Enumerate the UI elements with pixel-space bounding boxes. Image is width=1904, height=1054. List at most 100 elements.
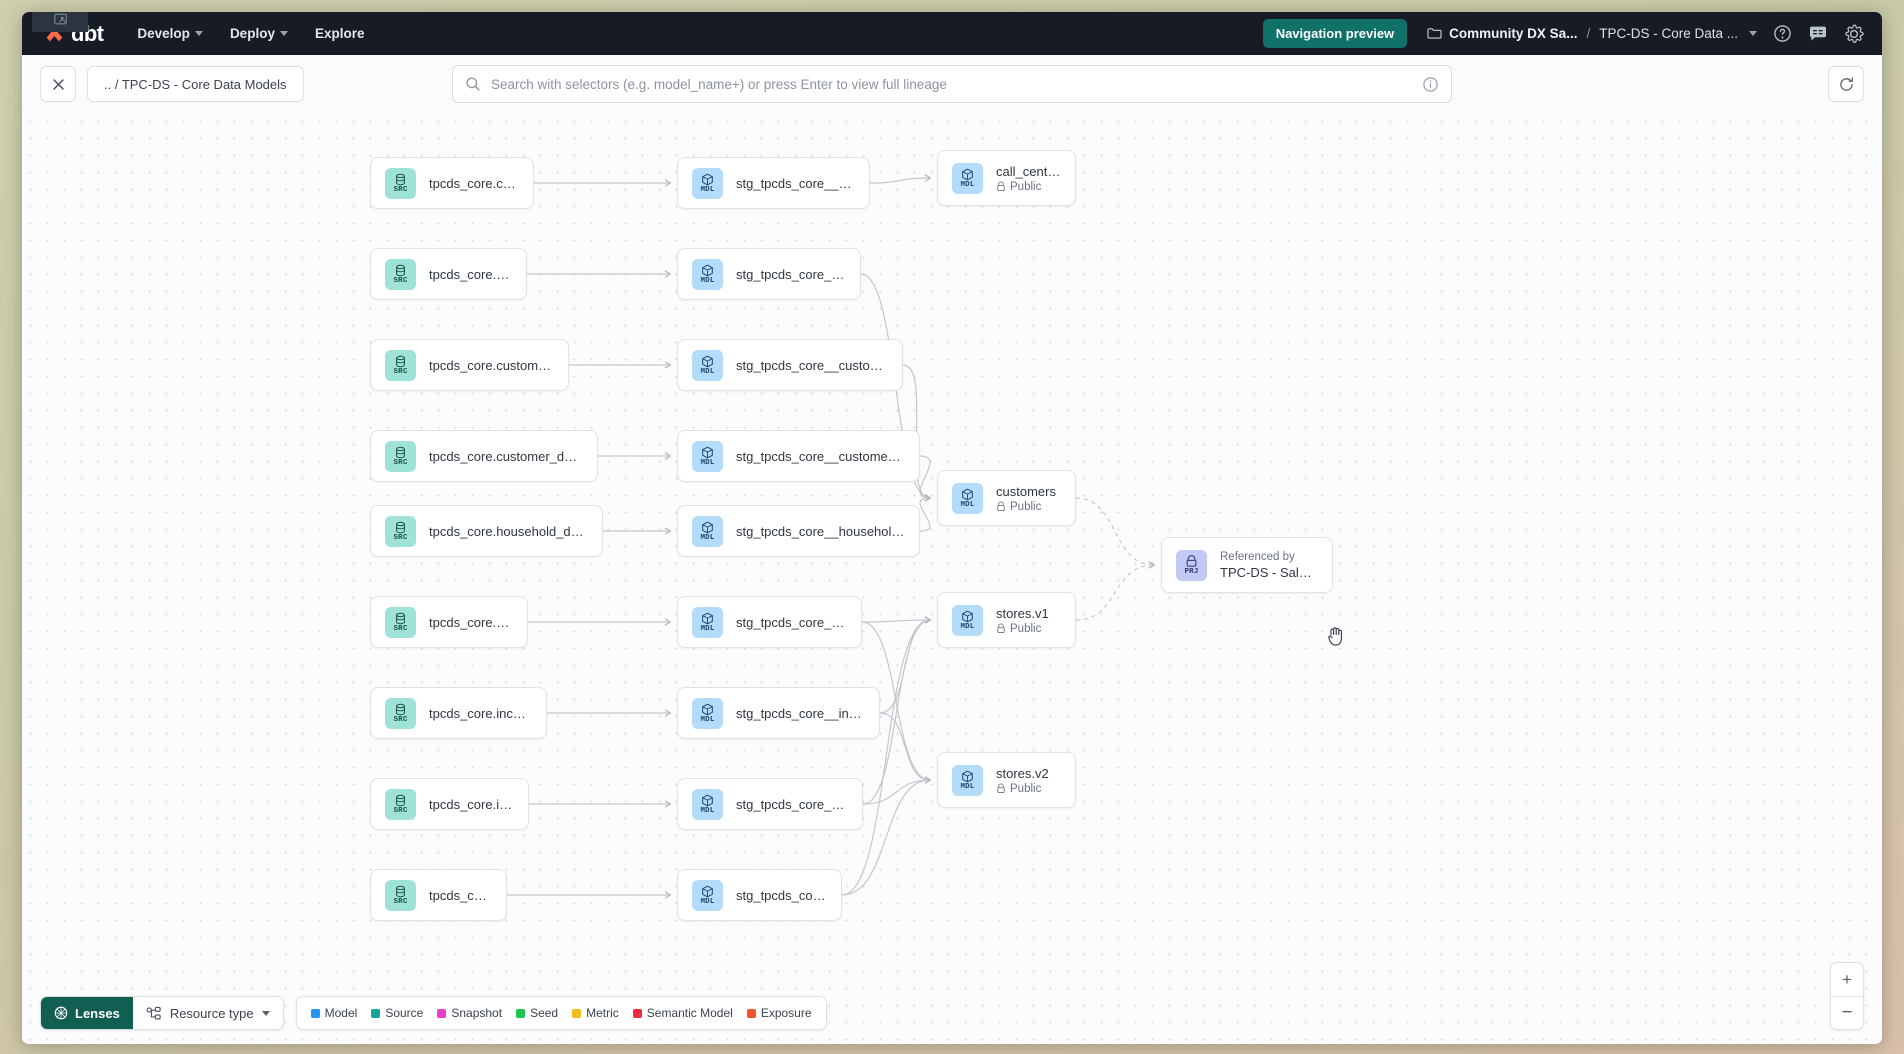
src-badge-icon: SRC [385, 167, 416, 199]
node-title: tpcds_core.household_demographics [429, 523, 588, 539]
lineage-breadcrumb-button[interactable]: .. / TPC-DS - Core Data Models [87, 66, 304, 102]
lenses-button[interactable]: Lenses [41, 997, 133, 1029]
node-access-badge: Public [996, 623, 1049, 635]
src-badge-icon: SRC [385, 606, 416, 638]
legend-swatch-icon [572, 1008, 582, 1018]
node-title: tpcds_core.customer [429, 266, 512, 282]
topbar-right-cluster: Navigation preview Community DX Sa... / … [1262, 19, 1864, 48]
legend-label: Source [385, 1006, 424, 1020]
legend-item-seed[interactable]: Seed [516, 1006, 558, 1020]
navigation-preview-button[interactable]: Navigation preview [1262, 19, 1408, 48]
legend-item-source[interactable]: Source [371, 1006, 423, 1020]
lineage-edges [507, 174, 1156, 899]
info-icon[interactable] [1422, 76, 1439, 93]
legend-swatch-icon [746, 1008, 756, 1018]
node-title: stg_tpcds_core__income_band [736, 705, 865, 721]
lineage-breadcrumb-label: .. / TPC-DS - Core Data Models [104, 76, 287, 92]
src-badge-icon: SRC [385, 440, 416, 472]
node-text-wrap: stg_tpcds_core__customer_address [736, 358, 888, 373]
close-button[interactable] [40, 66, 76, 102]
src-badge-icon: SRC [385, 697, 416, 729]
node-title: stg_tpcds_core__household_demogr… [736, 523, 905, 539]
node-access-badge: Public [996, 181, 1061, 193]
mdl-badge-icon: MDL [952, 482, 983, 514]
settings-icon[interactable] [1844, 24, 1864, 44]
node-title: stg_tpcds_core__store [736, 887, 827, 903]
legend-swatch-icon [437, 1008, 447, 1018]
search-input[interactable] [491, 76, 1412, 92]
node-text-wrap: tpcds_core.customer [429, 267, 512, 282]
node-title: tpcds_core.inventory [429, 796, 514, 812]
breadcrumb-project[interactable]: TPC-DS - Core Data ... [1599, 26, 1738, 41]
zoom-out-button[interactable]: − [1831, 996, 1863, 1029]
nav-item-develop[interactable]: Develop [137, 26, 203, 41]
node-text-wrap: stg_tpcds_core__income_band [736, 706, 865, 721]
node-title: tpcds_core.store [429, 887, 492, 903]
nav-item-deploy-label: Deploy [229, 26, 275, 41]
nav-item-explore[interactable]: Explore [315, 26, 365, 41]
resource-type-legend: Model Source Snapshot Seed Metric Semantic Mo… [295, 996, 827, 1030]
mdl-badge-icon: MDL [692, 606, 723, 638]
breadcrumb-account[interactable]: Community DX Sa... [1449, 26, 1578, 41]
lineage-node-staging-3[interactable]: MDL stg_tpcds_core__customer_demogra… [677, 430, 920, 482]
search-bar[interactable] [452, 65, 1452, 103]
mdl-badge-icon: MDL [692, 879, 723, 911]
legend-item-semantic-model[interactable]: Semantic Model [632, 1006, 733, 1020]
node-text-wrap: stg_tpcds_core__inventory [736, 797, 848, 812]
node-text-wrap: tpcds_core.store [429, 888, 492, 903]
nav-item-deploy[interactable]: Deploy [230, 26, 288, 41]
node-title: stores.v2 [996, 765, 1049, 781]
help-icon[interactable] [1773, 24, 1792, 43]
legend-label: Seed [530, 1006, 559, 1020]
zoom-in-button[interactable]: + [1842, 969, 1852, 989]
lineage-node-staging-4[interactable]: MDLstg_tpcds_core__household_demogr… [677, 505, 920, 557]
node-title: customers [996, 483, 1056, 499]
node-text-wrap: tpcds_core.household_demographics [429, 524, 588, 539]
legend-item-metric[interactable]: Metric [572, 1006, 619, 1020]
node-access-badge: Public [996, 501, 1056, 513]
lineage-node-staging-5[interactable]: MDL stg_tpcds_core__date_dim [677, 596, 862, 648]
chevron-down-icon [261, 1010, 270, 1016]
src-badge-icon: SRC [385, 258, 416, 290]
chevron-down-icon[interactable] [1749, 31, 1757, 36]
lineage-toolbar: .. / TPC-DS - Core Data Models [22, 55, 1882, 113]
feedback-icon[interactable] [1808, 25, 1828, 43]
close-icon [52, 78, 64, 90]
legend-swatch-icon [310, 1008, 320, 1018]
lineage-node-source-1[interactable]: SRC tpcds_core.customer [370, 248, 527, 300]
lineage-canvas[interactable]: SRCtpcds_core.call_centerSRCtpcds_core.c… [22, 113, 1882, 1044]
node-title: stg_tpcds_core__customer_demogra… [736, 448, 905, 464]
legend-item-exposure[interactable]: Exposure [746, 1006, 812, 1020]
refresh-button[interactable] [1828, 66, 1864, 102]
legend-item-model[interactable]: Model [310, 1006, 357, 1020]
legend-swatch-icon [632, 1008, 642, 1018]
node-access-label: Public [1010, 782, 1042, 795]
src-badge-icon: SRC [385, 349, 416, 381]
lineage-node-staging-8[interactable]: MDL stg_tpcds_core__store [677, 869, 842, 921]
mdl-badge-icon: MDL [692, 167, 723, 199]
window-tab-nub[interactable] [32, 12, 88, 32]
resource-type-button[interactable]: Resource type [133, 997, 283, 1029]
legend-item-snapshot[interactable]: Snapshot [437, 1006, 502, 1020]
node-title: stg_tpcds_core__date_dim [736, 614, 847, 630]
mdl-badge-icon: MDL [692, 440, 723, 472]
